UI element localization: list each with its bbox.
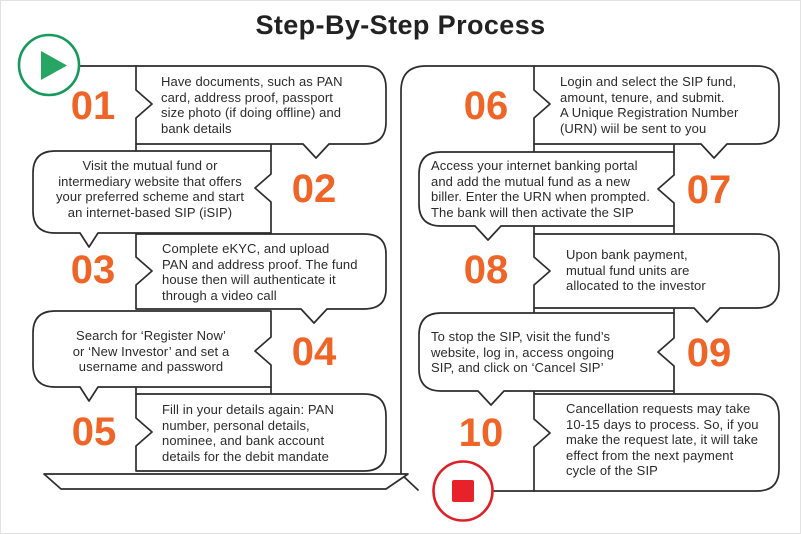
step-07-text: Access your internet banking portal and … — [431, 158, 650, 220]
page-title: Step-By-Step Process — [255, 10, 546, 40]
step-10-bubble — [533, 393, 780, 492]
step-06-number: 06 — [463, 84, 509, 128]
step-05-text: Fill in your details again: PAN number, … — [162, 402, 334, 464]
step-08-number: 08 — [463, 248, 509, 292]
step-02-bubble — [32, 150, 272, 248]
step-04-text: Search for ‘Register Now’ or ‘New Invest… — [72, 328, 230, 375]
step-08-bubble — [533, 233, 780, 323]
play-icon — [41, 51, 67, 80]
step-03-number: 03 — [70, 248, 116, 292]
step-07-number: 07 — [686, 168, 732, 212]
step-03-text: Complete eKYC, and upload PAN and addres… — [162, 241, 358, 303]
step-04-number: 04 — [291, 330, 337, 374]
flow-spine — [400, 65, 535, 491]
step-07-bubble — [418, 151, 675, 241]
step-09-bubble — [418, 312, 675, 406]
step-09-text: To stop the SIP, visit the fund’s websit… — [431, 329, 615, 376]
step-05-bubble — [135, 393, 387, 472]
step-01-number: 01 — [70, 84, 116, 128]
start-marker — [17, 33, 81, 97]
step-10-text: Cancellation requests may take 10-15 day… — [566, 401, 759, 479]
step-01-text: Have documents, such as PAN card, addres… — [161, 74, 343, 136]
bottom-ribbon — [43, 473, 409, 490]
end-marker — [432, 460, 494, 522]
step-02-number: 02 — [291, 167, 337, 211]
step-04-bubble — [32, 310, 272, 402]
step-03-bubble — [135, 233, 387, 324]
step-01-bubble — [135, 65, 387, 159]
step-09-number: 09 — [686, 331, 732, 375]
step-10-number: 10 — [458, 411, 504, 455]
step-06-bubble — [533, 65, 780, 159]
step-08-text: Upon bank payment, mutual fund units are… — [566, 247, 706, 294]
step-02-text: Visit the mutual fund or intermediary we… — [55, 158, 245, 220]
flow-connectors — [78, 65, 675, 492]
stop-icon — [452, 480, 474, 502]
step-06-text: Login and select the SIP fund, amount, t… — [560, 74, 739, 136]
step-05-number: 05 — [71, 410, 117, 454]
